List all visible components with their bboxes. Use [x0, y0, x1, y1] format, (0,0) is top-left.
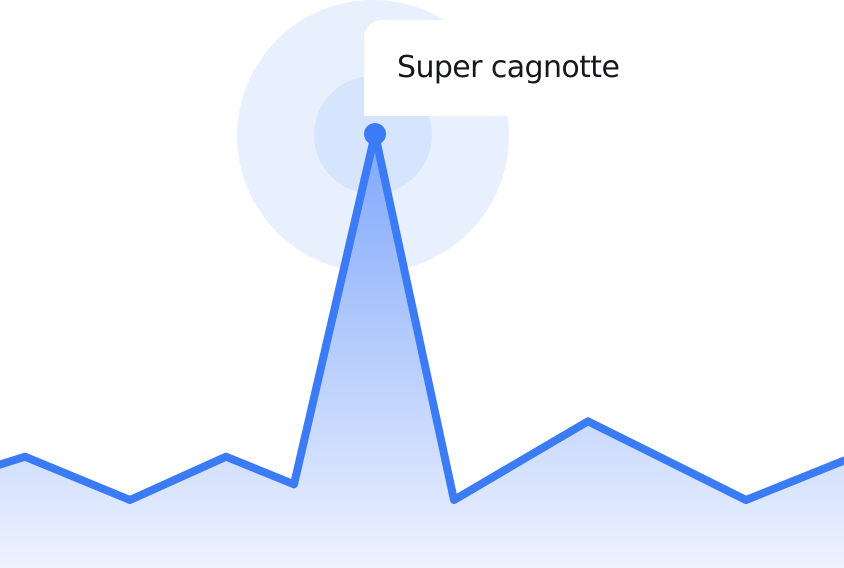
series-area [0, 134, 844, 568]
series-line [0, 130, 844, 504]
tooltip: Super cagnotte [364, 20, 664, 116]
tooltip-label: Super cagnotte [397, 50, 620, 85]
highlight-point[interactable] [364, 123, 386, 145]
